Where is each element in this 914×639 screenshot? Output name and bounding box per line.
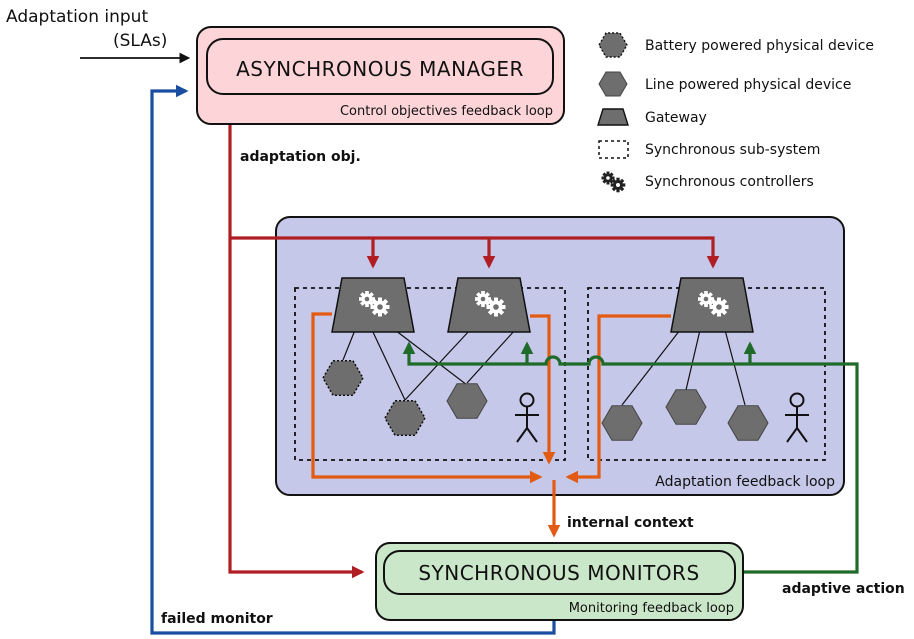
adaptation-obj-label: adaptation obj. [240, 149, 361, 165]
asynchronous-manager-title: ASYNCHRONOUS MANAGER [236, 57, 524, 81]
legend-subsystem-label: Synchronous sub-system [645, 142, 820, 158]
legend-gateway-label: Gateway [645, 110, 707, 126]
adaptive-action-flow [402, 341, 859, 574]
adaptation-region [275, 216, 845, 496]
control-loop-label: Control objectives feedback loop [340, 104, 553, 119]
input-label-line1: Adaptation input [6, 7, 148, 27]
failed-monitor-label: failed monitor [161, 611, 273, 627]
device-links [342, 329, 746, 406]
synchronous-monitors-title: SYNCHRONOUS MONITORS [418, 561, 699, 585]
monitoring-loop-label: Monitoring feedback loop [569, 601, 734, 616]
asynchronous-manager-inner [206, 38, 554, 95]
legend-battery-label: Battery powered physical device [645, 38, 874, 54]
subsystem-left [294, 287, 566, 461]
legend-controllers-label: Synchronous controllers [645, 174, 814, 190]
subsystem-icon [598, 140, 629, 159]
adaptation-loop-label: Adaptation feedback loop [655, 474, 835, 490]
adaptation-objective-flow [228, 125, 720, 579]
failed-monitor-flow [150, 84, 556, 635]
legend: Battery powered physical device Line pow… [597, 32, 874, 193]
gateway-3 [670, 277, 754, 333]
line-device-icon [598, 71, 628, 97]
synchronous-monitors-inner [383, 550, 736, 595]
battery-device-icon [598, 32, 628, 58]
gateway-icon [597, 108, 629, 126]
gateway-2 [447, 277, 531, 333]
gateway-1 [331, 277, 415, 333]
internal-context-label: internal context [567, 515, 694, 531]
legend-line-label: Line powered physical device [645, 77, 851, 93]
gears-icon [601, 171, 626, 193]
subsystem-right [587, 287, 826, 461]
internal-context-flow [311, 312, 671, 538]
adaptive-action-label: adaptive action [782, 581, 905, 597]
input-label-line2: (SLAs) [113, 31, 167, 51]
